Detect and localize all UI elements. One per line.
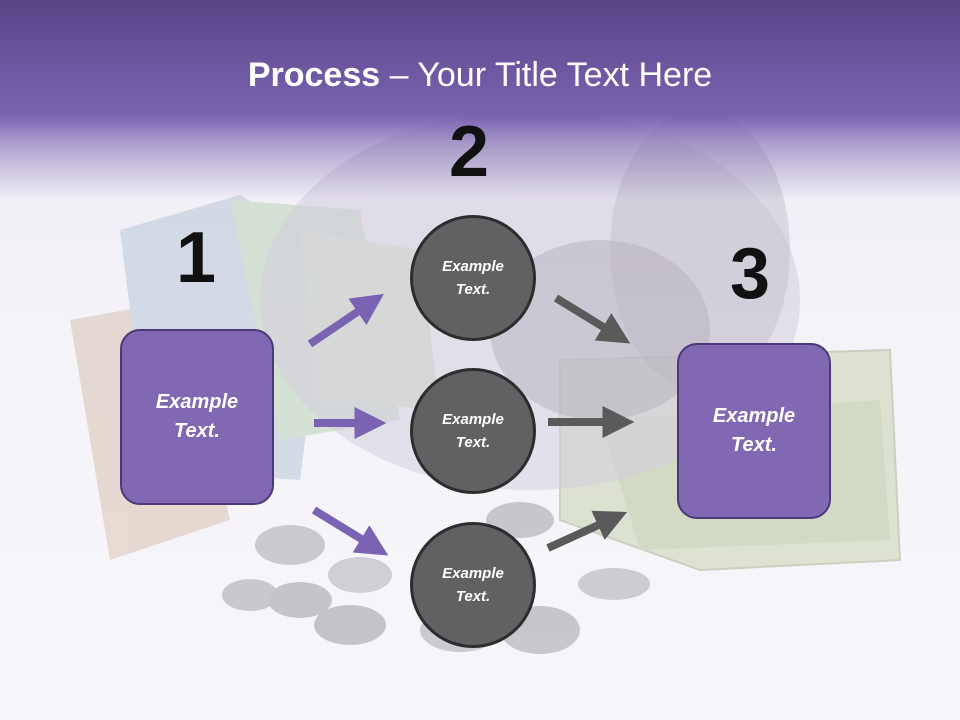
title-bold-part: Process bbox=[247, 56, 381, 94]
step-1-box-text: Example Text. bbox=[155, 391, 239, 442]
step-number-3: 3 bbox=[730, 234, 771, 314]
step-1-box[interactable]: Example Text. bbox=[120, 329, 274, 505]
step-2-circle-bottom[interactable]: Example Text. bbox=[410, 522, 536, 648]
step-number-1: 1 bbox=[176, 218, 217, 298]
step-2-circle-top[interactable]: Example Text. bbox=[410, 215, 536, 341]
step-3-box-text: Example Text. bbox=[712, 405, 796, 456]
circle-bottom-text: Example Text. bbox=[442, 565, 504, 605]
slide-title: Process – Your Title Text Here bbox=[0, 54, 960, 96]
step-2-circle-middle[interactable]: Example Text. bbox=[410, 368, 536, 494]
step-3-box[interactable]: Example Text. bbox=[677, 343, 831, 519]
circle-middle-text: Example Text. bbox=[442, 411, 504, 451]
circle-top-text: Example Text. bbox=[442, 258, 504, 298]
header-band bbox=[0, 0, 960, 200]
step-number-2: 2 bbox=[449, 112, 490, 192]
title-regular-part: – Your Title Text Here bbox=[380, 56, 713, 94]
